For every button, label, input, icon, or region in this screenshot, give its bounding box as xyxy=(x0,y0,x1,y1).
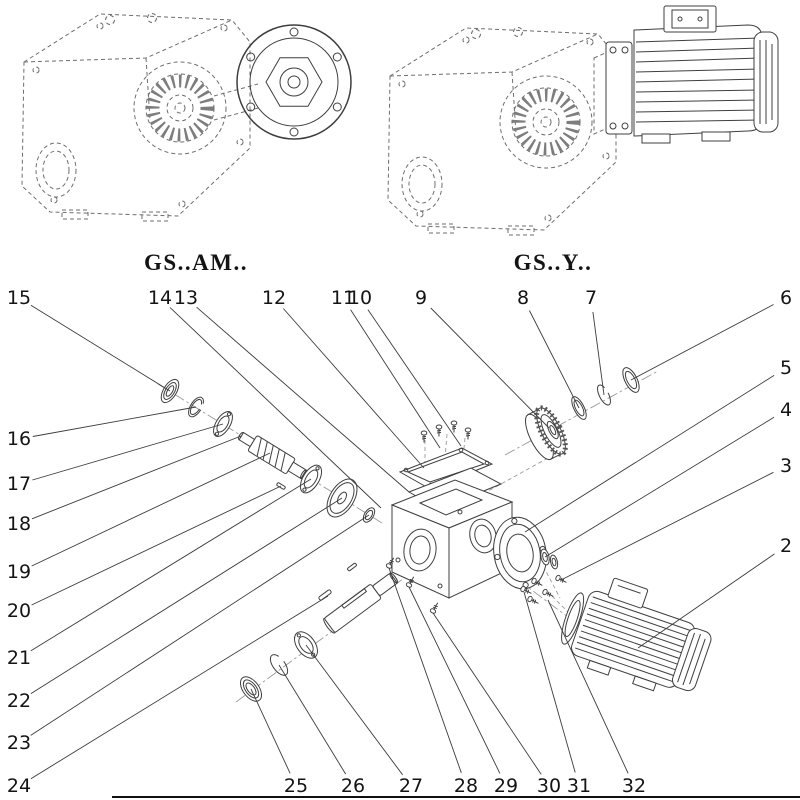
part-number-29: 29 xyxy=(493,775,519,797)
leader-line-18 xyxy=(31,435,242,520)
part-number-24: 24 xyxy=(6,775,32,797)
part-number-25: 25 xyxy=(283,775,309,797)
part-number-26: 26 xyxy=(340,775,366,797)
gearbox-motor-drawing xyxy=(388,5,779,235)
part-number-5: 5 xyxy=(779,357,793,379)
leader-line-27 xyxy=(305,644,403,776)
part-number-28: 28 xyxy=(453,775,479,797)
output-shaft xyxy=(323,572,399,634)
leader-line-8 xyxy=(528,310,580,409)
part-number-14: 14 xyxy=(147,287,173,309)
output-flange-ring xyxy=(493,516,547,590)
part-number-16: 16 xyxy=(6,428,32,450)
leader-line-13 xyxy=(196,306,410,493)
leader-line-5 xyxy=(524,375,775,533)
part-number-20: 20 xyxy=(6,600,32,622)
leader-line-3 xyxy=(560,471,774,581)
motor-drawing xyxy=(605,5,779,144)
leader-line-14 xyxy=(169,307,382,509)
leader-line-6 xyxy=(630,304,774,381)
gear-circlip xyxy=(597,384,611,406)
leader-line-10 xyxy=(367,309,462,447)
variant-label-gs-am: GS..AM.. xyxy=(144,250,248,275)
part-number-19: 19 xyxy=(6,561,32,583)
part-number-7: 7 xyxy=(584,287,598,309)
leader-line-2 xyxy=(637,553,775,649)
leader-line-20 xyxy=(31,485,282,606)
shaft-key xyxy=(318,589,332,601)
part-number-2: 2 xyxy=(779,535,793,557)
part-number-27: 27 xyxy=(398,775,424,797)
part-number-22: 22 xyxy=(6,690,32,712)
variant-label-gs-y: GS..Y.. xyxy=(513,250,593,275)
part-number-4: 4 xyxy=(779,399,793,421)
part-number-30: 30 xyxy=(536,775,562,797)
helical-gear xyxy=(525,405,568,461)
gearbox-housing xyxy=(390,479,514,599)
leader-line-19 xyxy=(31,452,271,567)
leader-line-23 xyxy=(30,514,370,736)
leader-line-11 xyxy=(350,309,441,449)
leader-line-7 xyxy=(592,311,605,396)
part-number-21: 21 xyxy=(6,647,32,669)
part-number-6: 6 xyxy=(779,287,793,309)
leader-line-16 xyxy=(32,406,197,437)
worm-shaft xyxy=(238,431,308,480)
leader-lines xyxy=(30,304,775,780)
output-circlip xyxy=(269,654,289,676)
leader-line-31 xyxy=(523,591,576,773)
part-number-11: 11 xyxy=(330,287,356,309)
shaft-key-small xyxy=(347,562,357,572)
part-number-13: 13 xyxy=(173,287,199,309)
leader-line-22 xyxy=(30,497,343,694)
leader-line-28 xyxy=(388,567,462,773)
top-cover-plate xyxy=(398,447,494,490)
part-number-10: 10 xyxy=(347,287,373,309)
leader-line-9 xyxy=(430,307,550,429)
leader-line-24 xyxy=(30,595,329,780)
part-number-31: 31 xyxy=(566,775,592,797)
leader-line-30 xyxy=(432,612,542,775)
leader-line-15 xyxy=(30,304,171,392)
leader-line-21 xyxy=(30,478,312,652)
part-number-17: 17 xyxy=(6,473,32,495)
leader-line-26 xyxy=(278,664,347,775)
leader-line-12 xyxy=(282,308,425,469)
part-number-18: 18 xyxy=(6,513,32,535)
leader-line-25 xyxy=(250,688,291,774)
leader-line-32 xyxy=(547,599,629,774)
part-number-8: 8 xyxy=(516,287,530,309)
am-output-flange xyxy=(236,24,352,140)
part-number-9: 9 xyxy=(414,287,428,309)
part-number-12: 12 xyxy=(261,287,287,309)
part-number-32: 32 xyxy=(621,775,647,797)
part-number-15: 15 xyxy=(6,287,32,309)
leader-line-4 xyxy=(544,416,775,558)
exploded-view xyxy=(157,367,712,703)
part-number-3: 3 xyxy=(779,455,793,477)
gearbox-am-drawing xyxy=(22,14,352,222)
motor xyxy=(561,577,712,692)
leader-line-17 xyxy=(32,423,224,481)
part-number-23: 23 xyxy=(6,732,32,754)
leader-line-29 xyxy=(408,586,501,774)
